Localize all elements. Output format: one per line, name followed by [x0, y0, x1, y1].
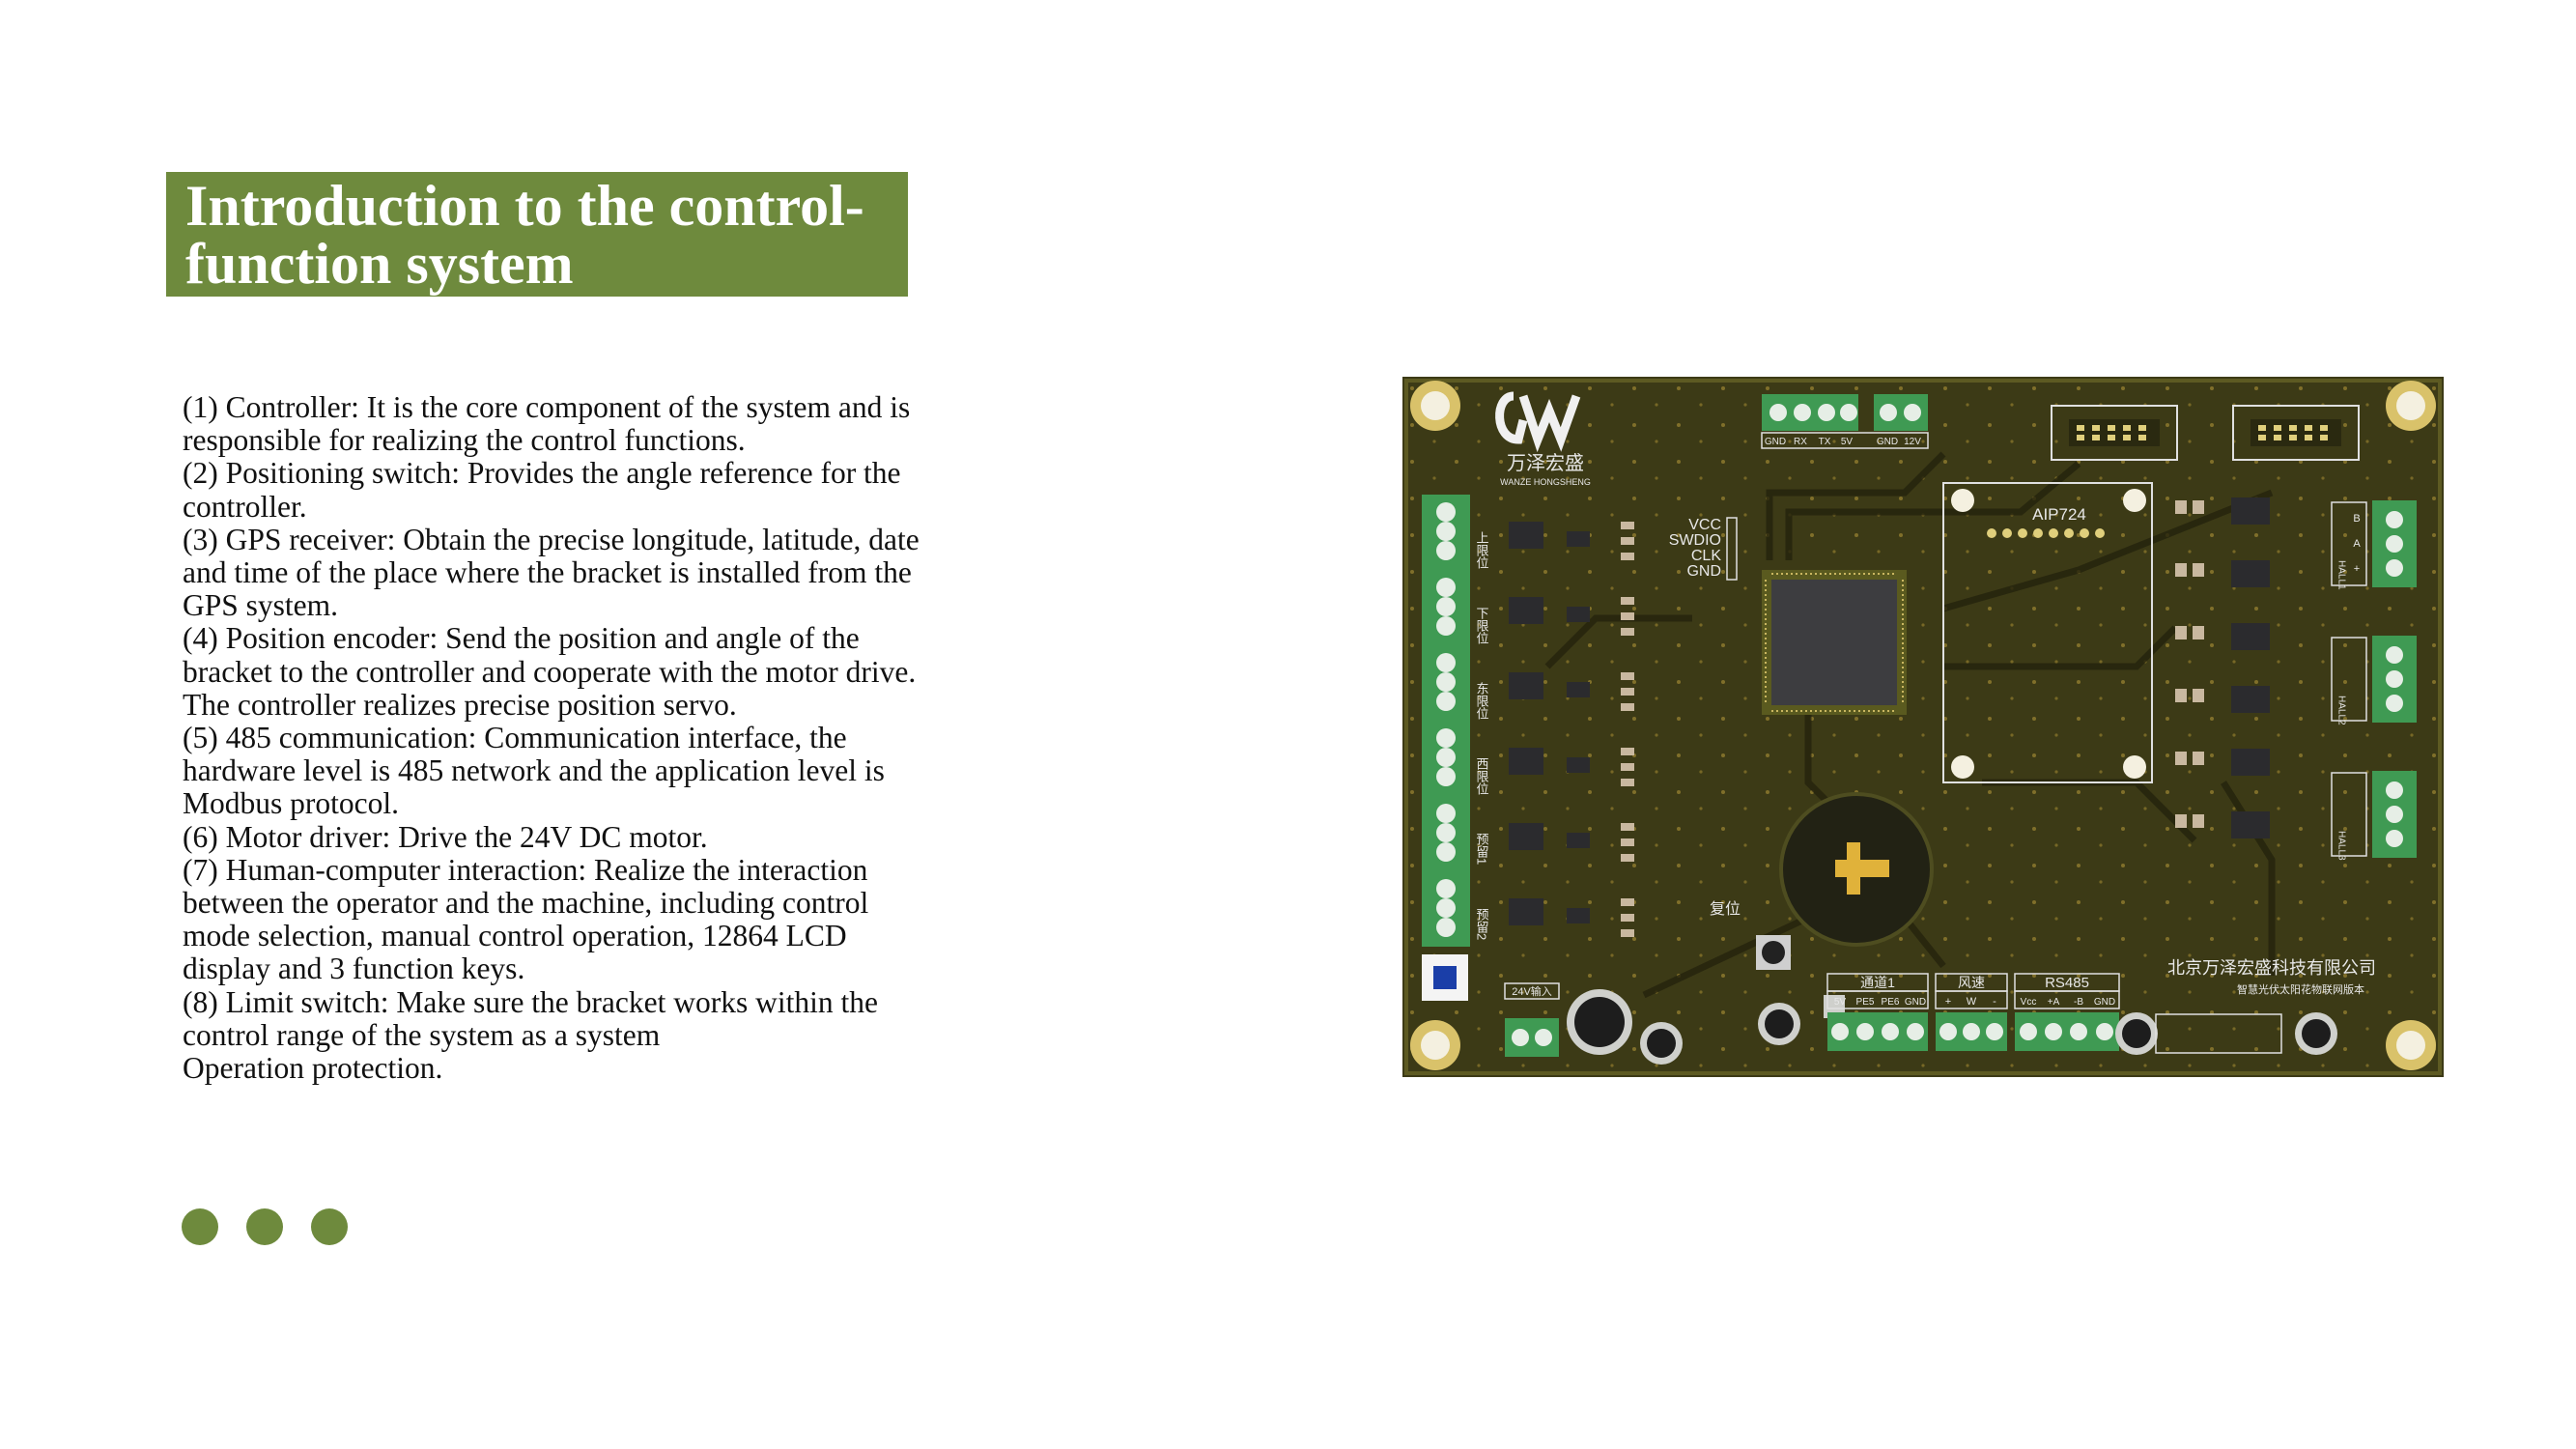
rs485-pin-label: Vcc [2021, 997, 2037, 1008]
fan-pin-label: - [1993, 996, 1996, 1008]
rs485-pin-label: -B [2074, 997, 2083, 1008]
hall-terminal-blocks: B A + HALL1 HALL2 HALL3 [2331, 500, 2417, 861]
body-line: (3) GPS receiver: Obtain the precise lon… [183, 522, 920, 556]
pcb-board-illustration: 万泽宏盛 WANZE HONGSHENG GND RX TX 5V GND 12… [1402, 377, 2444, 1077]
slide-body-text: (1) Controller: It is the core component… [183, 390, 994, 1086]
body-line: bracket to the controller and cooperate … [183, 654, 917, 689]
body-line: (7) Human-computer interaction: Realize … [183, 852, 868, 887]
mcu-chip [1762, 570, 1907, 715]
hall-pin-label: B [2353, 513, 2360, 525]
body-line: hardware level is 485 network and the ap… [183, 753, 885, 788]
radio-module: AIP724 [1942, 482, 2153, 783]
pcb-board-image: 万泽宏盛 WANZE HONGSHENG GND RX TX 5V GND 12… [1402, 377, 2444, 1077]
left-terminal-blocks: 上限位 下限位 东限位 西限位 预留1 预留2 [1422, 495, 1489, 1001]
side-label: 预留2 [1475, 908, 1489, 940]
body-line: (5) 485 communication: Communication int… [183, 721, 847, 755]
rs485-label: RS485 [2045, 975, 2089, 991]
body-line: Operation protection. [183, 1051, 443, 1086]
power-input: 24V输入 [1504, 982, 1683, 1065]
uart-pin-label: 5V [1841, 437, 1854, 447]
hall-pin-label: A [2353, 538, 2361, 550]
power-input-label: 24V输入 [1512, 984, 1552, 998]
swd-header: VCC SWDIO CLK GND [1669, 517, 1738, 581]
body-line: controller. [183, 489, 307, 524]
channel-label: 通道1 [1860, 975, 1895, 990]
company-name: 北京万泽宏盛科技有限公司 [2167, 958, 2376, 978]
board-logo-en: WANZE HONGSHENG [1500, 477, 1591, 487]
side-label: 东限位 [1475, 682, 1489, 720]
hall-pin-label: + [2354, 563, 2360, 575]
body-line: (1) Controller: It is the core component… [183, 390, 911, 424]
decorative-dot [182, 1208, 218, 1245]
body-line: GPS system. [183, 588, 339, 623]
body-line: and time of the place where the bracket … [183, 555, 912, 590]
body-line: (8) Limit switch: Make sure the bracket … [183, 984, 878, 1019]
body-line: (4) Position encoder: Send the position … [183, 621, 860, 656]
mounting-holes [1410, 381, 2436, 1070]
side-label: 西限位 [1475, 757, 1489, 795]
body-line: (6) Motor driver: Drive the 24V DC motor… [183, 819, 708, 854]
channel-pin-label: PE5 [1856, 997, 1875, 1008]
uart-pin-label: TX [1819, 437, 1831, 447]
body-line: The controller realizes precise position… [183, 687, 737, 722]
reset-label: 复位 [1710, 900, 1741, 918]
fan-pin-label: + [1945, 996, 1951, 1008]
uart-pin-label: GND [1877, 437, 1898, 447]
fan-pin-label: W [1967, 996, 1977, 1008]
fan-label: 风速 [1958, 975, 1985, 990]
body-line: responsible for realizing the control fu… [183, 423, 746, 458]
slide-title-line-2: function system [185, 232, 574, 296]
body-line: between the operator and the machine, in… [183, 886, 869, 921]
slide-title-banner: Introduction to the control- function sy… [166, 172, 908, 297]
slide-title-line-1: Introduction to the control- [185, 174, 864, 238]
module-chip-label: AIP724 [2032, 505, 2086, 524]
box-headers [2051, 405, 2360, 461]
decorative-dot [246, 1208, 283, 1245]
body-line: (2) Positioning switch: Provides the ang… [183, 456, 901, 491]
swd-pin-label: CLK [1691, 548, 1721, 564]
body-line: mode selection, manual control operation… [183, 919, 847, 953]
side-label: 预留1 [1475, 833, 1489, 865]
uart-header: GND RX TX 5V GND 12V [1761, 394, 1929, 449]
side-label: 下限位 [1475, 607, 1489, 644]
hall-label: HALL2 [2336, 696, 2347, 725]
optocoupler-column [2231, 497, 2270, 838]
side-label: 上限位 [1475, 531, 1489, 569]
rs485-pin-label: +A [2048, 997, 2060, 1008]
board-logo-cn: 万泽宏盛 [1507, 452, 1584, 474]
hall-label: HALL3 [2336, 831, 2347, 861]
uart-pin-label: 12V [1904, 437, 1921, 447]
decorative-dot [311, 1208, 348, 1245]
driver-ic-column [1509, 522, 1590, 925]
uart-pin-label: RX [1794, 437, 1807, 447]
swd-pin-label: SWDIO [1669, 532, 1721, 549]
body-line: Modbus protocol. [183, 786, 399, 821]
company-subtitle: 智慧光伏太阳花物联网版本 [2237, 982, 2364, 996]
rs485-pin-label: GND [2094, 997, 2115, 1008]
body-line: control range of the system as a system [183, 1017, 661, 1052]
hall-label: HALL1 [2336, 560, 2347, 590]
uart-pin-label: GND [1765, 437, 1786, 447]
channel-pin-label: 5V [1834, 997, 1847, 1008]
bottom-connectors: 通道1 5V PE5 PE6 GND 风速 + W - RS485 Vcc +A… [1758, 973, 2337, 1055]
channel-pin-label: PE6 [1882, 997, 1900, 1008]
swd-pin-label: GND [1686, 563, 1721, 580]
coin-battery [1779, 792, 1934, 947]
body-line: display and 3 function keys. [183, 952, 525, 986]
swd-pin-label: VCC [1688, 517, 1721, 533]
channel-pin-label: GND [1905, 997, 1926, 1008]
board-logo: 万泽宏盛 WANZE HONGSHENG [1495, 391, 1591, 487]
